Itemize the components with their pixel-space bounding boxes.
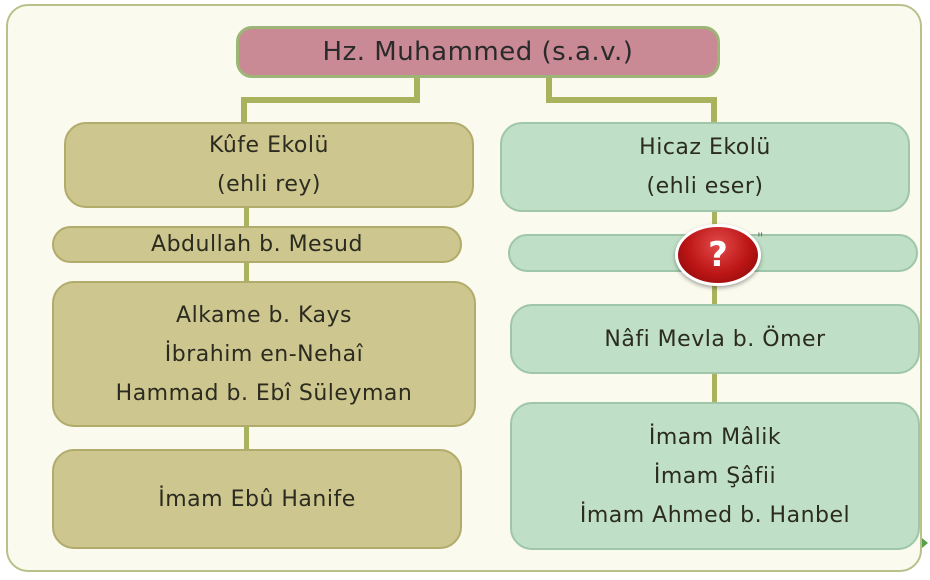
kufe-imam-name: İmam Ebû Hanife xyxy=(158,486,356,512)
connector-right-down xyxy=(711,97,717,123)
question-mark-icon[interactable]: ? xyxy=(675,224,761,286)
hicaz-school-title: Hicaz Ekolü xyxy=(639,135,771,160)
kufe-companion-name: Abdullah b. Mesud xyxy=(151,232,363,257)
connector-left-2 xyxy=(244,262,249,282)
connector-left-3 xyxy=(244,426,249,450)
hicaz-imam-1: İmam Mâlik xyxy=(648,424,782,450)
kufe-successor-2: İbrahim en-Nehaî xyxy=(164,341,364,367)
hicaz-imam-2: İmam Şâfii xyxy=(653,463,777,489)
connector-left-1 xyxy=(244,207,249,227)
hicaz-imams-box: İmam Mâlik İmam Şâfii İmam Ahmed b. Hanb… xyxy=(510,402,920,550)
root-label: Hz. Muhammed (s.a.v.) xyxy=(322,37,634,67)
hicaz-successor-box: Nâfi Mevla b. Ömer xyxy=(510,304,920,374)
next-arrow-icon[interactable] xyxy=(922,538,928,548)
kufe-school-box: Kûfe Ekolü (ehli rey) xyxy=(64,122,474,208)
question-mark-label: ? xyxy=(708,235,728,275)
kufe-successor-3: Hammad b. Ebî Süleyman xyxy=(115,380,413,406)
kufe-school-subtitle: (ehli rey) xyxy=(217,172,321,197)
root-node: Hz. Muhammed (s.a.v.) xyxy=(236,26,720,78)
kufe-school-title: Kûfe Ekolü xyxy=(209,133,329,158)
hicaz-companion-hidden-text: " xyxy=(757,231,765,247)
hicaz-school-subtitle: (ehli eser) xyxy=(646,174,764,199)
hicaz-successor-name: Nâfi Mevla b. Ömer xyxy=(604,326,826,352)
connector-root-left-h xyxy=(241,97,420,103)
connector-right-1 xyxy=(712,211,717,235)
connector-root-right-v xyxy=(546,76,552,100)
connector-right-3 xyxy=(712,373,717,403)
kufe-imam-box: İmam Ebû Hanife xyxy=(52,449,462,549)
connector-root-left-v xyxy=(414,76,420,100)
hicaz-imam-3: İmam Ahmed b. Hanbel xyxy=(579,502,851,528)
kufe-companion-box: Abdullah b. Mesud xyxy=(52,226,462,263)
kufe-successors-box: Alkame b. Kays İbrahim en-Nehaî Hammad b… xyxy=(52,281,476,427)
hicaz-school-box: Hicaz Ekolü (ehli eser) xyxy=(500,122,910,212)
connector-right-2 xyxy=(712,271,717,305)
connector-root-right-h xyxy=(546,97,717,103)
kufe-successor-1: Alkame b. Kays xyxy=(176,302,352,328)
connector-left-down xyxy=(241,97,247,123)
